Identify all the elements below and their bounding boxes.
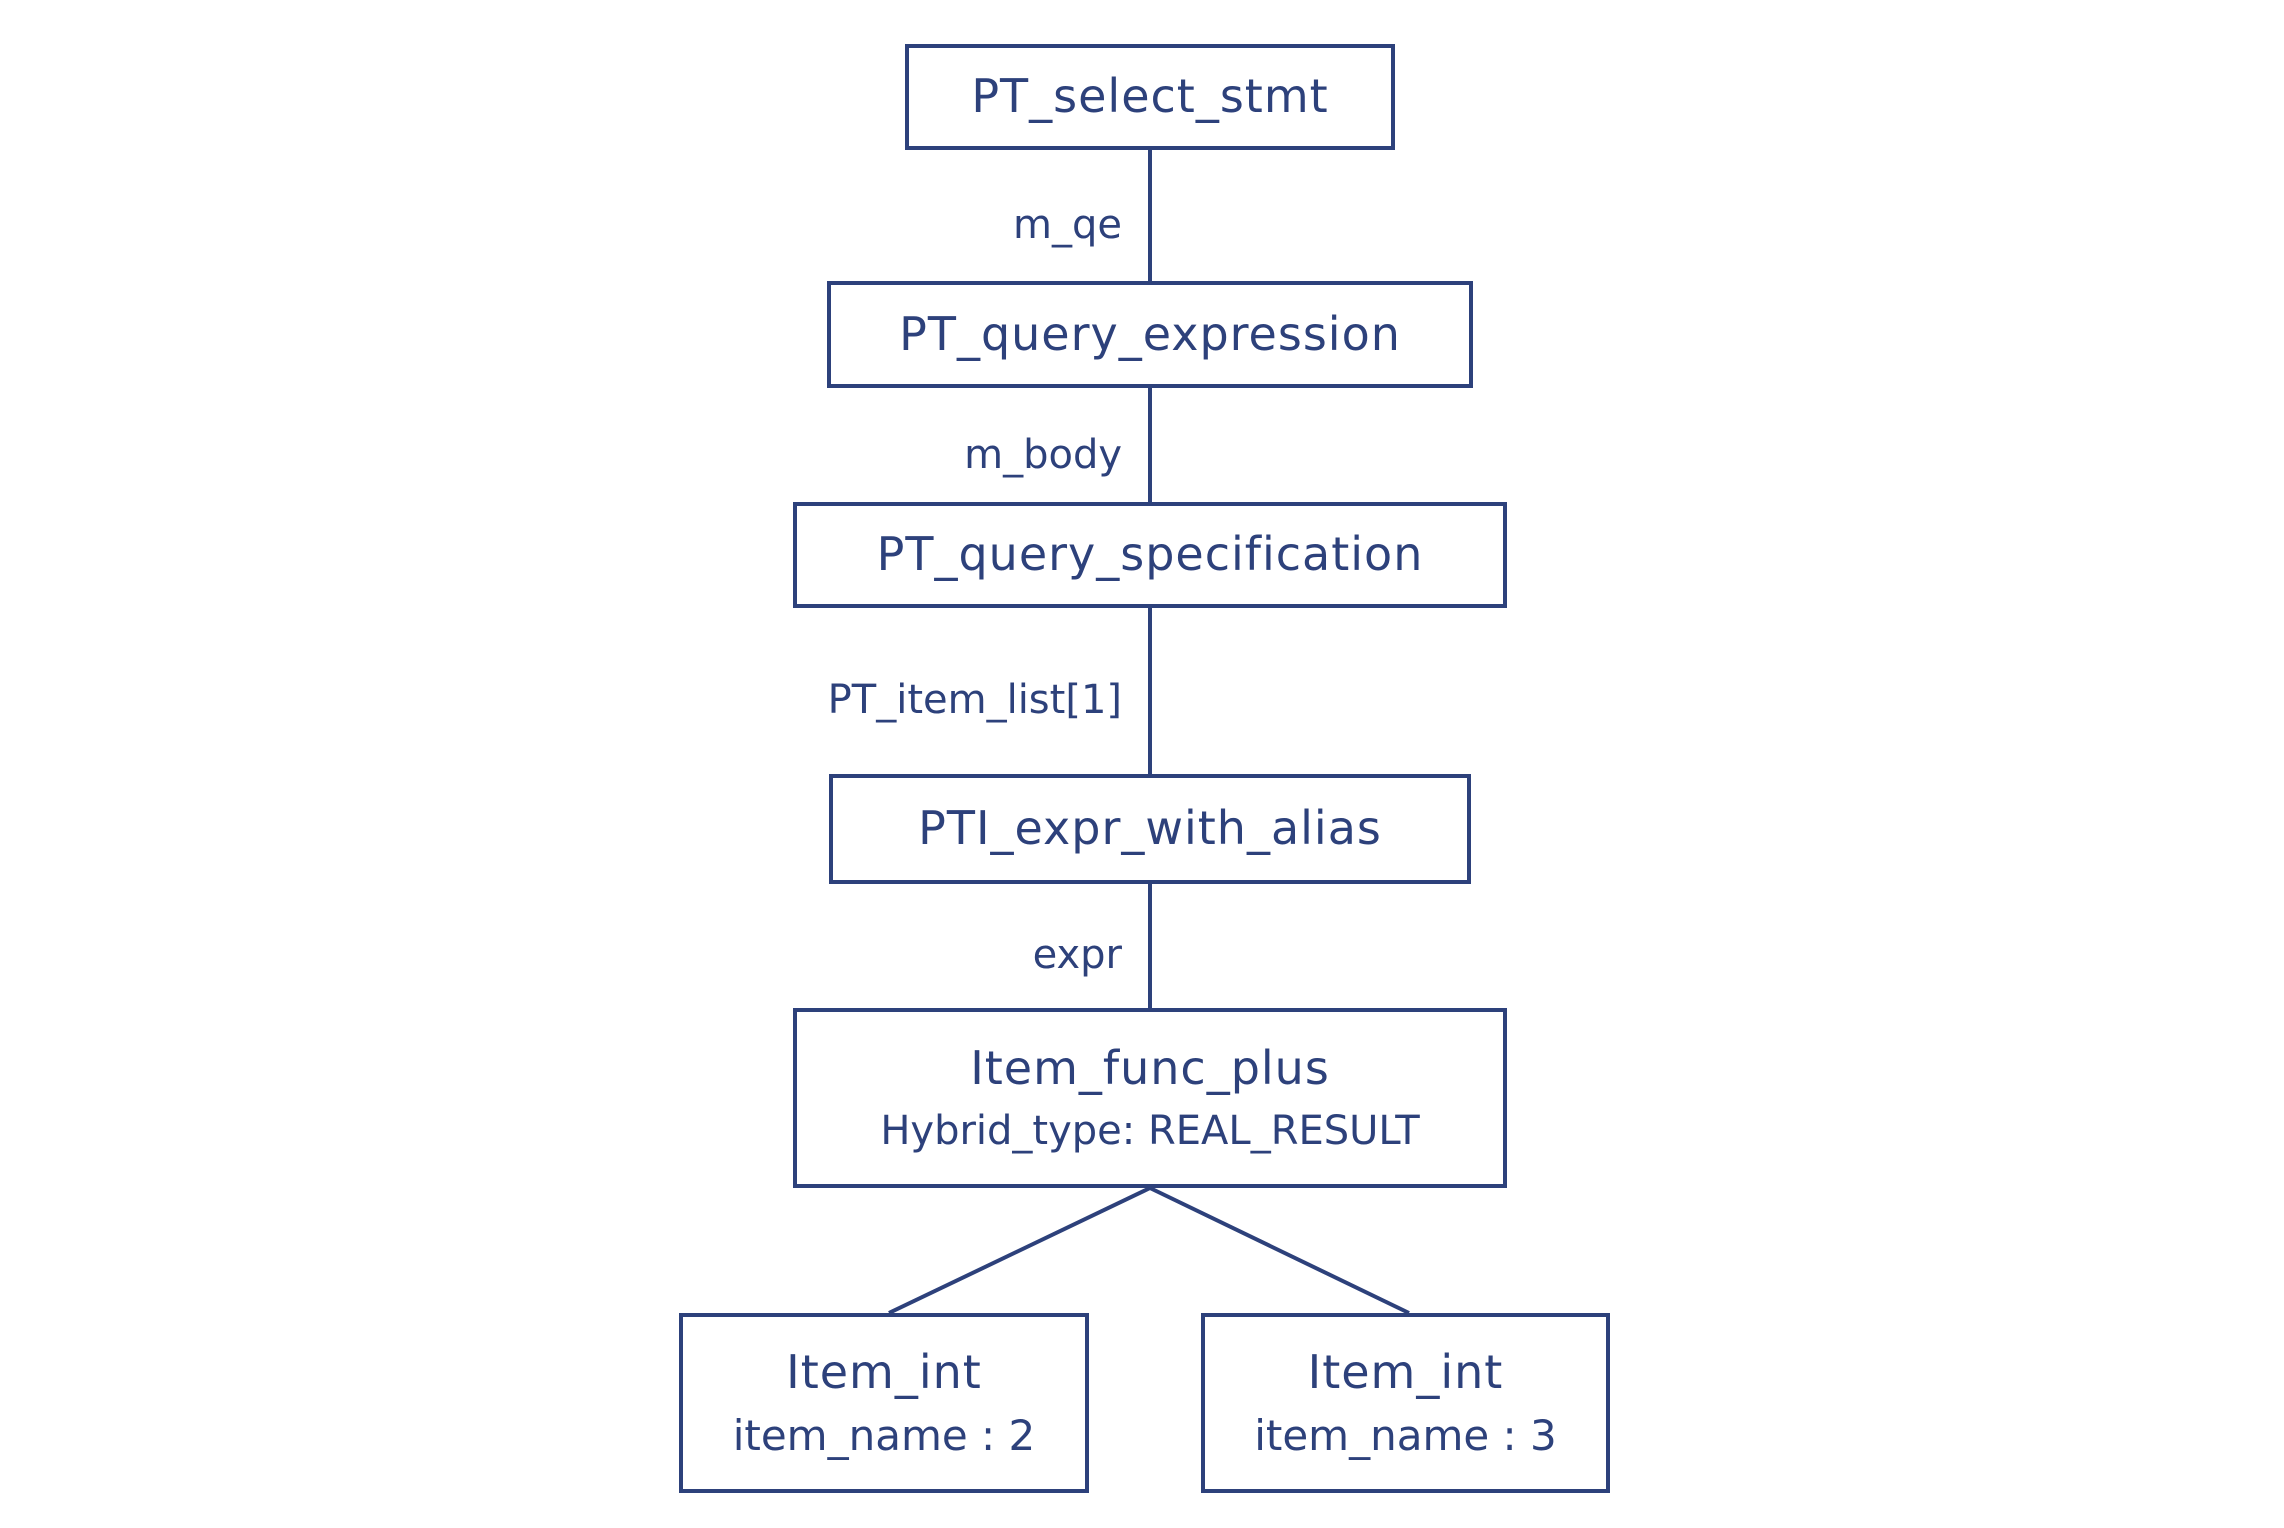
edge-label-m-body: m_body xyxy=(964,432,1122,478)
edge-left-child-line xyxy=(888,1186,1151,1315)
node-pt-query-expression: PT_query_expression xyxy=(827,281,1473,388)
node-pti-expr-with-alias: PTI_expr_with_alias xyxy=(829,774,1471,884)
node-subtitle: Hybrid_type: REAL_RESULT xyxy=(880,1107,1420,1154)
node-subtitle: item_name : 2 xyxy=(732,1410,1036,1460)
node-item-int-right: Item_int item_name : 3 xyxy=(1201,1313,1610,1493)
node-pt-select-stmt: PT_select_stmt xyxy=(905,44,1395,150)
node-title: Item_func_plus xyxy=(970,1041,1330,1096)
node-title: PTI_expr_with_alias xyxy=(918,801,1382,856)
node-item-int-left: Item_int item_name : 2 xyxy=(679,1313,1089,1493)
node-title: PT_query_expression xyxy=(899,306,1401,361)
node-title: Item_int xyxy=(786,1345,982,1399)
node-title: PT_query_specification xyxy=(876,527,1424,582)
node-subtitle: item_name : 3 xyxy=(1254,1410,1557,1460)
edge-label-expr: expr xyxy=(1032,932,1122,978)
node-title: PT_select_stmt xyxy=(971,69,1329,124)
node-item-func-plus: Item_func_plus Hybrid_type: REAL_RESULT xyxy=(793,1008,1507,1188)
edge-right-child-line xyxy=(1149,1186,1410,1315)
node-title: Item_int xyxy=(1307,1345,1504,1399)
edge-label-pt-item-list: PT_item_list[1] xyxy=(827,677,1122,723)
node-pt-query-specification: PT_query_specification xyxy=(793,502,1507,608)
edge-label-m-qe: m_qe xyxy=(1013,202,1122,248)
